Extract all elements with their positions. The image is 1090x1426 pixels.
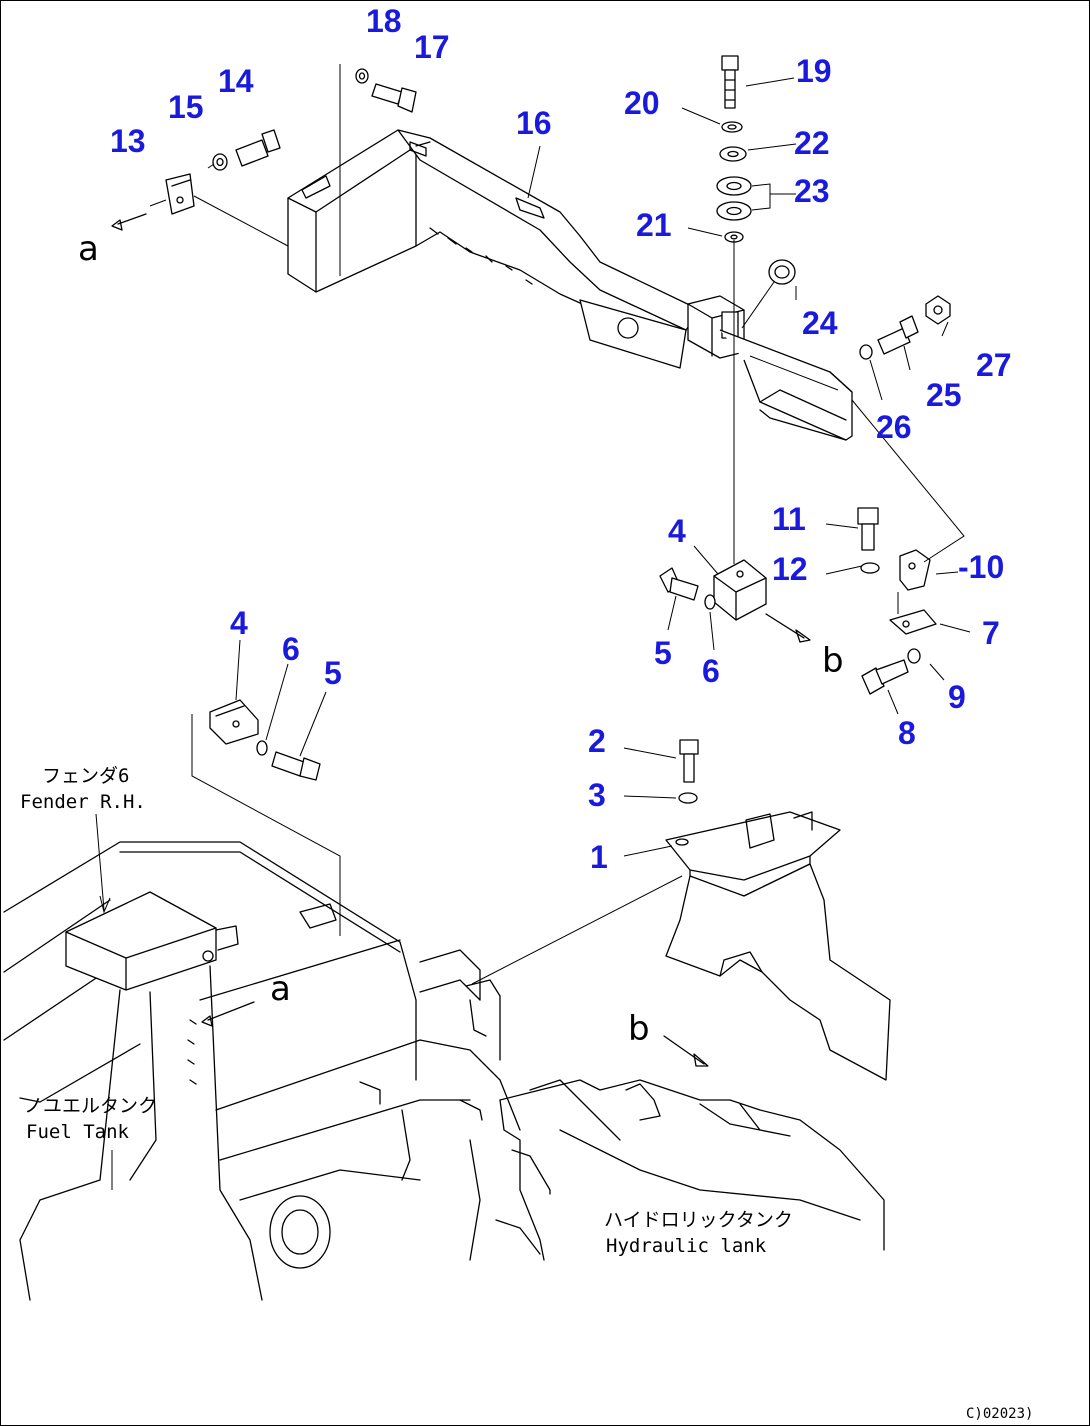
callout-24: 24 [802, 305, 838, 341]
callout-5-lower: 5 [324, 655, 342, 691]
nut-27 [925, 295, 951, 325]
bolt-17 [371, 83, 417, 113]
callout-13: 13 [110, 123, 146, 159]
bolt-14 [235, 129, 281, 167]
callout-12: 12 [772, 551, 808, 587]
callout-27: 27 [976, 347, 1012, 383]
callout-5-upper: 5 [654, 635, 672, 671]
callout-11: 11 [772, 501, 806, 537]
callout-21: 21 [636, 207, 672, 243]
callout-22: 22 [794, 125, 830, 161]
washer-12 [860, 562, 880, 574]
callout-9: 9 [948, 679, 966, 715]
view-letter-a-bottom: a [270, 969, 291, 1009]
callout-4-lower: 4 [230, 605, 248, 641]
callout-26: 26 [876, 409, 912, 445]
bolt-2 [679, 739, 699, 783]
washer-18 [355, 68, 369, 84]
callout-23: 23 [794, 173, 830, 209]
bolt-5-lower [271, 751, 321, 781]
callout-8: 8 [898, 715, 916, 751]
bolt-25 [877, 315, 919, 355]
callout-1: 1 [590, 839, 608, 875]
callout-14: 14 [218, 63, 254, 99]
washer-20 [721, 121, 743, 133]
view-letter-b-bottom: b [628, 1009, 650, 1049]
bolt-8 [861, 659, 909, 695]
bracket-1 [665, 811, 841, 897]
view-markers: a b a b [78, 229, 844, 1049]
washer-9 [907, 648, 921, 664]
washer-22 [719, 146, 747, 162]
cap-24 [768, 259, 796, 285]
hydraulic-tank-label-en: Hydraulic lank [606, 1235, 767, 1257]
fuel-tank-label-jp: ノユエルタンク [24, 1095, 157, 1117]
washer-3 [678, 792, 698, 804]
bolt-5-upper [659, 567, 699, 601]
view-letter-a-top: a [78, 229, 99, 269]
washer-6-upper [704, 594, 716, 610]
callout-4-upper: 4 [668, 513, 686, 549]
washer-26 [859, 344, 873, 360]
component-labels: フェンダ6 Fender R.H. ノユエルタンク Fuel Tank ハイドロ… [20, 765, 793, 1257]
fuel-tank-label-en: Fuel Tank [26, 1121, 130, 1143]
callout-20: 20 [624, 85, 660, 121]
cushion-23 [716, 176, 752, 221]
machine-body [3, 841, 885, 1301]
drawing-code: C)02023) [966, 1406, 1033, 1422]
callout-25: 25 [926, 377, 962, 413]
bracket-assembly-16 [287, 129, 853, 441]
callout-17: 17 [414, 29, 450, 65]
clamp-10 [899, 549, 931, 591]
hydraulic-tank-label-jp: ハイドロリックタンク [604, 1209, 793, 1231]
bracket-13 [165, 173, 195, 215]
callout-19: 19 [796, 53, 832, 89]
callout-numbers: 18 17 14 15 13 16 19 20 22 23 21 24 27 2… [110, 3, 1012, 875]
callout-leaders [235, 77, 971, 857]
callout-16: 16 [516, 105, 552, 141]
bolt-11 [857, 507, 879, 551]
fender-label-en: Fender R.H. [20, 791, 146, 813]
leader-lines [95, 64, 965, 1190]
fender-label-jp: フェンダ6 [42, 765, 129, 787]
washer-6-lower [256, 740, 268, 756]
callout-3: 3 [588, 777, 606, 813]
bracket-4-lower [209, 699, 259, 745]
bolt-19 [721, 55, 739, 109]
callout-6-lower: 6 [282, 631, 300, 667]
block-4-upper [713, 559, 767, 621]
callout-15: 15 [168, 89, 204, 125]
callout-2: 2 [588, 723, 606, 759]
washer-15 [212, 153, 228, 171]
callout-7: 7 [982, 615, 1000, 651]
callout-10: -10 [958, 549, 1004, 585]
callout-18: 18 [366, 3, 402, 39]
view-letter-b-mid: b [822, 641, 844, 681]
plate-7 [889, 609, 937, 635]
callout-6-upper: 6 [702, 653, 720, 689]
plate-under-bracket-1 [665, 863, 891, 1081]
